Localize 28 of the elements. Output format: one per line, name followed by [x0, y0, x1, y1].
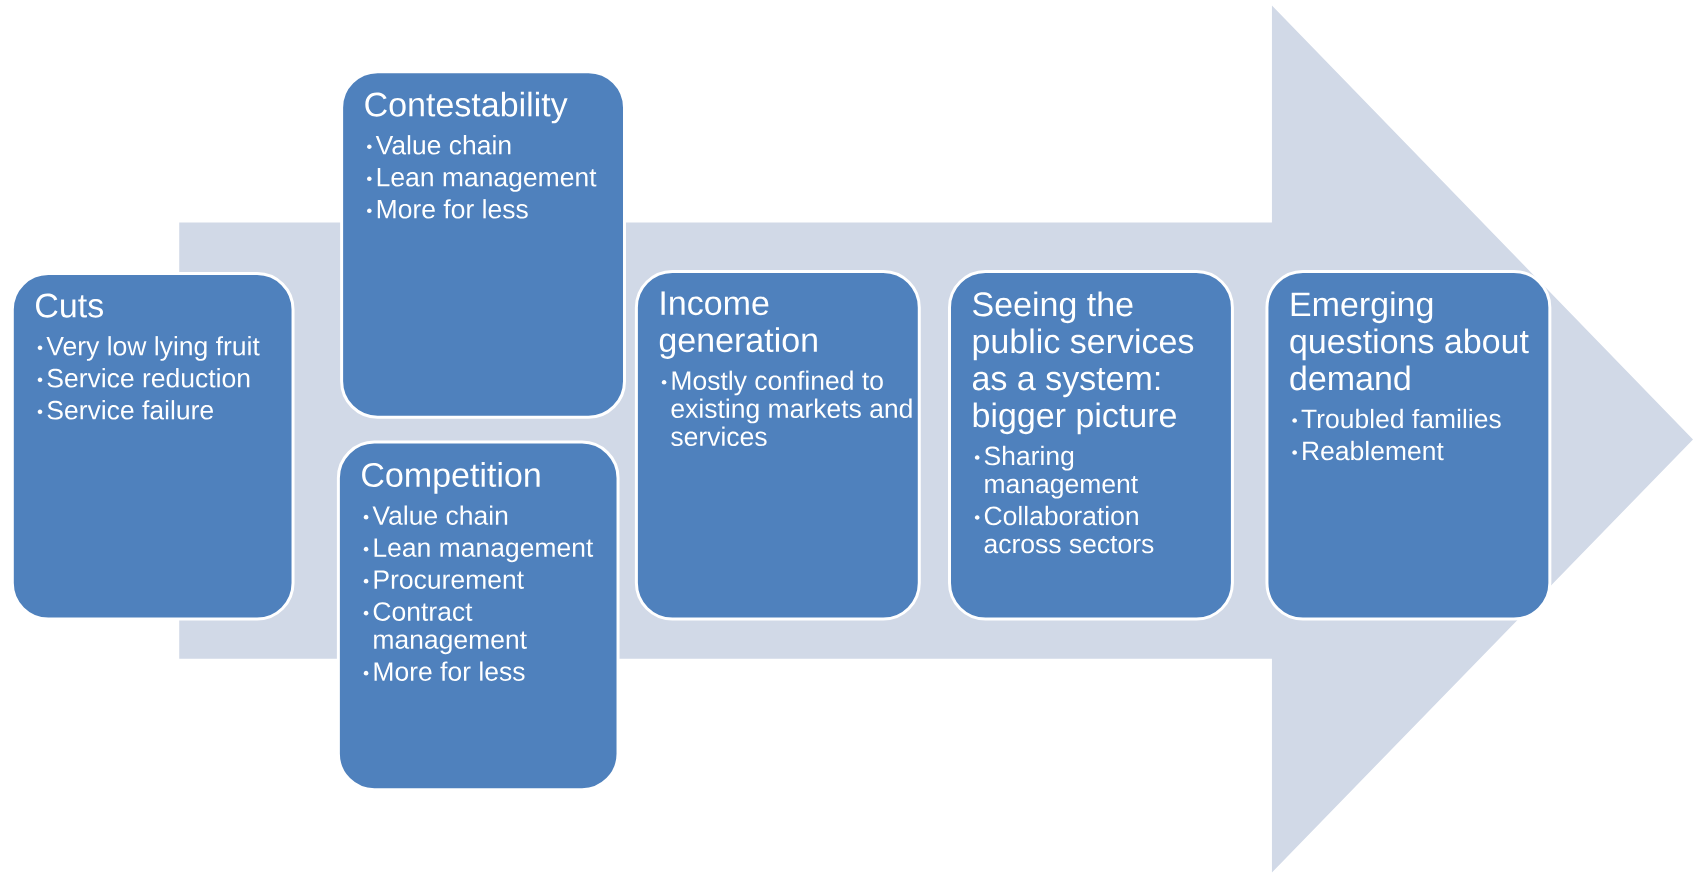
- bullet-item: Value chain: [367, 135, 511, 155]
- bullet-item: More for less: [363, 661, 525, 681]
- bullet-item: Lean management: [363, 538, 594, 563]
- bullet-item: Service failure: [37, 400, 213, 420]
- bullet-item: Troubled families: [1292, 408, 1501, 429]
- bullet-item: Contract management: [363, 602, 527, 655]
- box-heading: Emerging questions about demand: [1290, 291, 1529, 391]
- process-box: [10, 272, 295, 621]
- bullet-item: Value chain: [363, 505, 508, 525]
- bullet-item: Reablement: [1292, 440, 1444, 461]
- process-box: [340, 70, 626, 419]
- bullet-item: Procurement: [363, 570, 524, 589]
- bullet-item: Mostly confined to existing markets and services: [661, 370, 912, 447]
- bullet-item: Very low lying fruit: [37, 336, 260, 361]
- bullet-item: Lean management: [367, 168, 597, 192]
- box-heading: Seeing the public services as a system: bigger picture: [972, 291, 1194, 435]
- process-box: [336, 440, 620, 792]
- process-box: [1265, 269, 1552, 621]
- box-heading: Contestability: [365, 91, 568, 124]
- box-heading: Cuts: [36, 293, 103, 318]
- bullet-item: Sharing management: [974, 445, 1138, 499]
- process-box: [948, 269, 1234, 621]
- box-heading: Competition: [362, 462, 540, 494]
- box-heading: Income generation: [659, 291, 817, 359]
- bullet-item: Collaboration across sectors: [974, 505, 1154, 554]
- bullet-item: More for less: [367, 199, 528, 219]
- bullet-item: Service reduction: [37, 368, 250, 388]
- process-box: [634, 269, 921, 621]
